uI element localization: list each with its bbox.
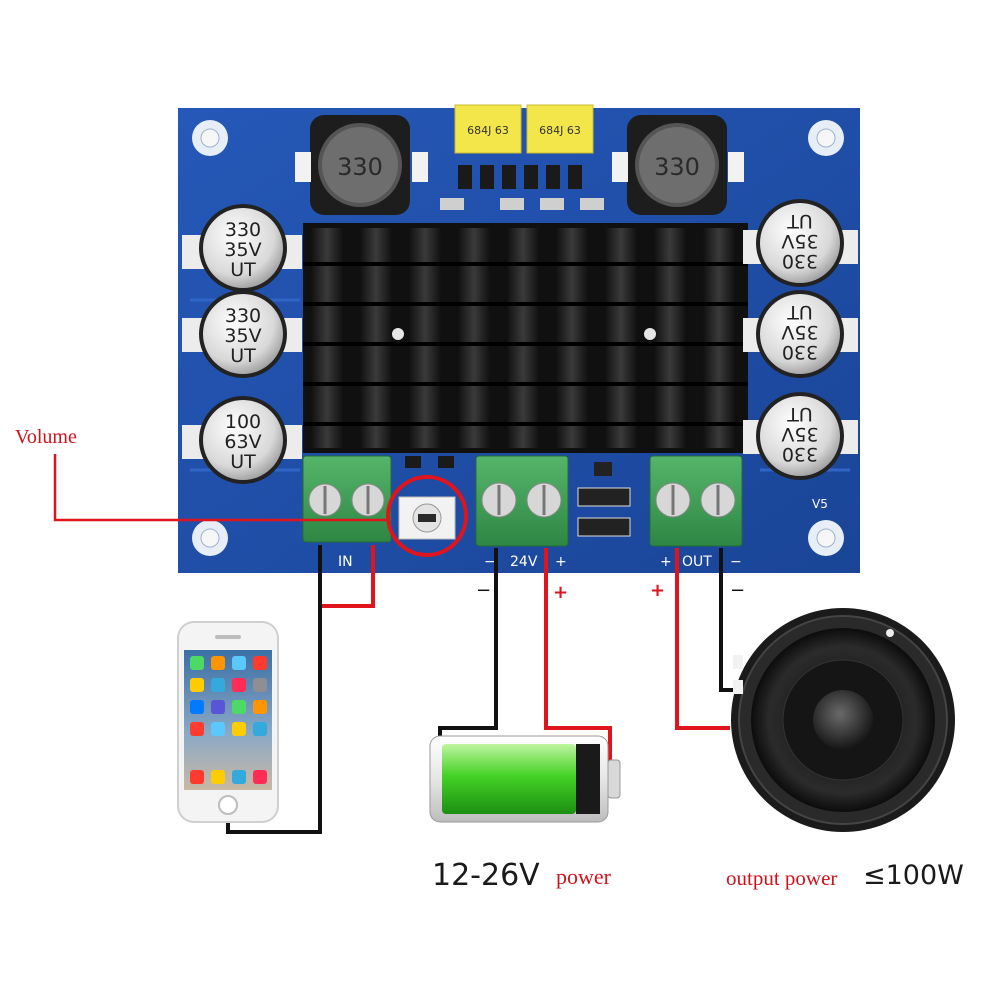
power-terminal <box>475 455 569 547</box>
output-power-label: output power <box>726 866 838 890</box>
silk-minus-out: − <box>730 554 742 570</box>
silk-plus-out: + <box>660 554 672 570</box>
power-word-label: power <box>556 864 611 889</box>
capacitor-right-2-brand: UT <box>787 403 813 425</box>
capacitor-left-1-voltage: 35V <box>224 325 261 347</box>
capacitor-left-1-value: 330 <box>225 305 261 327</box>
output-minus-sign: − <box>730 580 745 601</box>
silk-minus-24v: − <box>484 554 496 570</box>
potentiometer-icon[interactable] <box>386 475 468 557</box>
volume-highlight-ring <box>386 475 468 557</box>
volume-label: Volume <box>15 426 77 448</box>
film-capacitor-right: 684J 63 <box>526 104 594 154</box>
capacitor-left-2-brand: UT <box>230 451 256 473</box>
output-plus-sign: + <box>650 580 665 601</box>
power-plus-sign: + <box>553 582 568 603</box>
mounting-holes <box>192 120 844 556</box>
capacitor-right-2-voltage: 35V <box>781 423 818 445</box>
battery-icon <box>429 735 621 823</box>
power-minus-sign: − <box>476 580 491 601</box>
amplifier-board: 330 330 684J 63 684J 63 <box>178 104 860 573</box>
output-wire-red <box>675 548 730 730</box>
input-terminal <box>302 455 392 543</box>
input-wire-red <box>320 545 375 608</box>
capacitor-right-2-value: 330 <box>782 443 818 465</box>
capacitor-left-2-value: 100 <box>225 411 261 433</box>
output-terminal <box>649 455 743 547</box>
inductor-left: 330 <box>310 115 410 215</box>
silk-out-label: OUT <box>682 554 712 570</box>
silk-plus-24v: + <box>555 554 567 570</box>
film-cap-right-label: 684J 63 <box>539 124 581 137</box>
output-wire-black <box>719 548 735 692</box>
inductor-right-label: 330 <box>654 153 700 181</box>
smd-components <box>440 165 604 210</box>
silk-v5-label: V5 <box>812 497 828 511</box>
silk-in-label: IN <box>338 554 353 570</box>
capacitor-right-1-value: 330 <box>782 341 818 363</box>
film-capacitor-left: 684J 63 <box>454 104 522 154</box>
power-wire-red <box>544 548 612 780</box>
capacitor-left-0-brand: UT <box>230 259 256 281</box>
capacitor-left-1-brand: UT <box>230 345 256 367</box>
inductor-right: 330 <box>627 115 727 215</box>
capacitor-left-2-voltage: 63V <box>224 431 261 453</box>
capacitor-right-0-brand: UT <box>787 210 813 232</box>
capacitor-right-0-value: 330 <box>782 250 818 272</box>
volume-callout-line <box>53 454 388 522</box>
capacitor-right-0-voltage: 35V <box>781 230 818 252</box>
silk-24v-label: 24V <box>510 554 538 570</box>
heatsink <box>303 223 748 453</box>
diodes <box>577 462 631 537</box>
input-wire-black <box>226 545 322 834</box>
voltage-range-label: 12-26V <box>432 858 540 893</box>
smartphone-icon <box>177 621 279 823</box>
capacitor-right-1-brand: UT <box>787 301 813 323</box>
inductor-left-label: 330 <box>337 153 383 181</box>
capacitor-left-0-value: 330 <box>225 219 261 241</box>
capacitor-right-1-voltage: 35V <box>781 321 818 343</box>
output-max-label: ≤100W <box>863 860 964 891</box>
capacitor-left-0-voltage: 35V <box>224 239 261 261</box>
film-cap-left-label: 684J 63 <box>467 124 509 137</box>
speaker-icon <box>731 608 955 832</box>
